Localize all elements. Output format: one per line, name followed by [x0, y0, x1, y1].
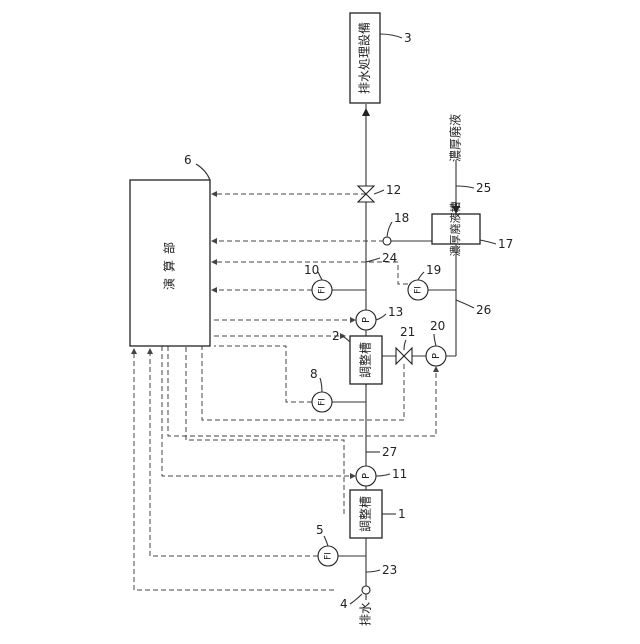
drain-inlet-label: 排水: [359, 602, 373, 626]
adjust-tank-2-box: 調整槽: [350, 336, 382, 384]
drain-facility-box: 排水処理設備: [350, 13, 380, 103]
ref-1: 1: [398, 507, 406, 521]
ref-20: 20: [430, 319, 445, 333]
valve-21: [396, 348, 412, 364]
computing-unit-label: 演算部: [162, 236, 177, 290]
ref-25: 25: [476, 181, 491, 195]
arrow-into-facility: [362, 108, 370, 116]
ref-18: 18: [394, 211, 409, 225]
concentrated-inlet-label: 濃厚廃液: [448, 114, 463, 162]
ref-13: 13: [388, 305, 403, 319]
level-sensor-4: [362, 586, 370, 594]
computing-unit-box: 演算部: [130, 180, 210, 346]
signal-fi8: [214, 346, 312, 402]
ref-24: 24: [382, 251, 397, 265]
ref-10: 10: [304, 263, 319, 277]
adjust-tank-2-label: 調整槽: [358, 342, 373, 378]
reference-numbers: 3 6 12 18 25 17 24 10 19 13 26 2: [184, 31, 513, 611]
ref-6: 6: [184, 153, 192, 167]
ref-8: 8: [310, 367, 318, 381]
ref-17: 17: [498, 237, 513, 251]
ref-4: 4: [340, 597, 348, 611]
drain-facility-label: 排水処理設備: [357, 22, 372, 94]
concentrated-tank-label: 濃厚廃液槽: [448, 202, 462, 257]
valve-12: [358, 186, 374, 202]
fi-5-label: FI: [324, 552, 334, 560]
ref-21: 21: [400, 325, 415, 339]
ref-12: 12: [386, 183, 401, 197]
pump-11-label: P: [361, 473, 372, 479]
flow-indicator-10: FI: [312, 280, 366, 300]
flow-indicator-8: FI: [312, 392, 366, 412]
ref-27: 27: [382, 445, 397, 459]
fi-10-label: FI: [318, 286, 328, 294]
adjust-tank-1-box: 調整槽: [350, 490, 382, 538]
signal-fi5: [150, 350, 318, 556]
level-sensor-18: [383, 237, 391, 245]
ref-3: 3: [404, 31, 412, 45]
ref-5: 5: [316, 523, 324, 537]
signal-tank1: [186, 346, 344, 514]
concentrated-tank-box: 濃厚廃液槽: [432, 202, 480, 257]
ref-2: 2: [332, 329, 340, 343]
ref-11: 11: [392, 467, 407, 481]
signal-sensor4: [134, 350, 334, 590]
pump-20: P: [426, 346, 446, 366]
flow-indicator-5: FI: [318, 546, 366, 566]
fi-19-label: FI: [414, 286, 424, 294]
ref-19: 19: [426, 263, 441, 277]
pump-20-label: P: [431, 353, 442, 359]
ref-23: 23: [382, 563, 397, 577]
adjust-tank-1-label: 調整槽: [358, 496, 373, 532]
pump-13: P: [356, 310, 376, 330]
fi-8-label: FI: [318, 398, 328, 406]
pump-13-label: P: [361, 317, 372, 323]
flow-indicator-19: FI: [408, 280, 456, 300]
ref-26: 26: [476, 303, 491, 317]
pump-11: P: [356, 466, 376, 486]
